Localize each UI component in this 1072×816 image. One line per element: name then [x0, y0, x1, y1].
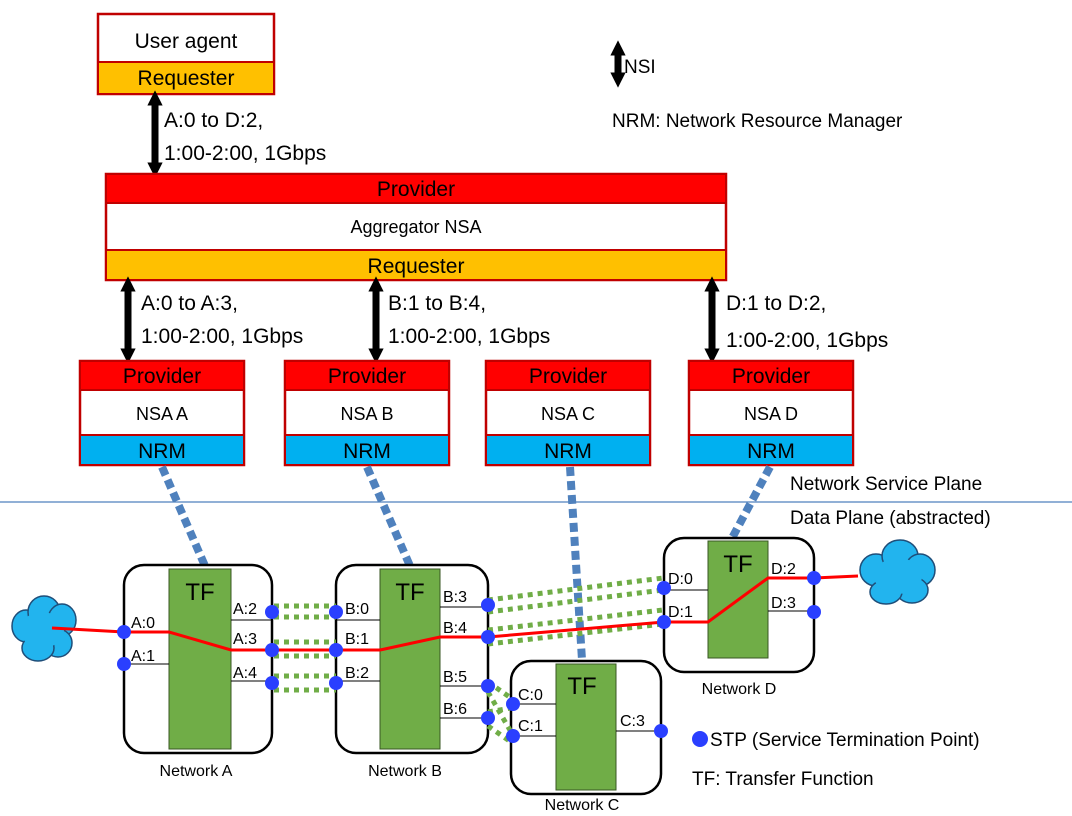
stp-a0-dot: [117, 625, 131, 639]
nsa-d-name-label: NSA D: [744, 404, 798, 424]
user-agent-box: User agent Requester: [96, 12, 276, 96]
network-d-name: Network D: [702, 681, 777, 698]
network-d-tf-label: TF: [723, 551, 752, 578]
port-b2-label: B:2: [345, 665, 369, 682]
stp-b6-dot: [481, 711, 495, 725]
network-b-tf-label: TF: [395, 579, 424, 606]
port-a1-label: A:1: [131, 648, 155, 665]
network-c-name: Network C: [545, 797, 620, 814]
data-plane-label: Data Plane (abstracted): [790, 508, 991, 529]
link-b6-c0: [487, 705, 512, 715]
top-request-endpoints: A:0 to D:2,: [164, 109, 263, 132]
right-cloud-icon: [859, 539, 936, 605]
stp-a1-dot: [117, 657, 131, 671]
port-a2-label: A:2: [233, 601, 257, 618]
nsa-a-box: Provider NSA A NRM: [78, 359, 246, 467]
nrm-b-control-link: [363, 465, 414, 568]
service-plane-label: Network Service Plane: [790, 474, 982, 495]
nsa-c-provider-label: Provider: [529, 365, 607, 388]
nrm-a-control-link: [158, 465, 209, 568]
network-a-tf-label: TF: [185, 579, 214, 606]
sub-request-d-endpoints: D:1 to D:2,: [726, 292, 826, 315]
tf-legend-label: TF: Transfer Function: [692, 769, 874, 790]
stp-a3-dot: [265, 643, 279, 657]
port-a4-label: A:4: [233, 665, 257, 682]
aggregator-name-label: Aggregator NSA: [350, 217, 481, 237]
port-b6-label: B:6: [443, 701, 467, 718]
stp-b5-dot: [481, 679, 495, 693]
sub-request-d-params: 1:00-2:00, 1Gbps: [726, 329, 888, 352]
nrm-legend-label: NRM: Network Resource Manager: [612, 111, 903, 132]
nsa-b-name-label: NSA B: [340, 404, 393, 424]
nsa-b-nrm-label: NRM: [343, 440, 391, 463]
stp-c0-dot: [506, 697, 520, 711]
port-c0-label: C:0: [518, 687, 543, 704]
nrm-d-control-link: [727, 465, 774, 542]
stp-d1-dot: [657, 615, 671, 629]
nsi-legend-label: NSI: [624, 57, 656, 78]
stp-b2-dot: [329, 676, 343, 690]
port-d2-label: D:2: [771, 561, 796, 578]
port-a0-label: A:0: [131, 615, 155, 632]
nsa-b-box: Provider NSA B NRM: [283, 359, 451, 467]
stp-legend-dot-icon: [692, 731, 708, 747]
nsa-a-name-label: NSA A: [136, 404, 188, 424]
nsa-d-provider-label: Provider: [732, 365, 810, 388]
stp-a2-dot: [265, 605, 279, 619]
port-b4-label: B:4: [443, 620, 467, 637]
nsa-c-nrm-label: NRM: [544, 440, 592, 463]
port-b0-label: B:0: [345, 601, 369, 618]
aggregator-nsa-box: Provider Aggregator NSA Requester: [104, 172, 728, 282]
nsa-c-box: Provider NSA C NRM: [484, 359, 652, 467]
port-a3-label: A:3: [233, 631, 257, 648]
stp-d0-dot: [657, 581, 671, 595]
sub-request-a-endpoints: A:0 to A:3,: [141, 292, 238, 315]
port-d1-label: D:1: [668, 604, 693, 621]
network-a-name: Network A: [160, 763, 233, 780]
stp-c1-dot: [506, 729, 520, 743]
stp-b3-dot: [481, 598, 495, 612]
aggregator-provider-label: Provider: [377, 178, 455, 201]
user-agent-title: User agent: [135, 30, 238, 53]
nsa-d-box: Provider NSA D NRM: [687, 359, 855, 467]
stp-c3-dot: [654, 724, 668, 738]
network-b-box: TF: [334, 563, 490, 755]
stp-b0-dot: [329, 605, 343, 619]
stp-b1-dot: [329, 643, 343, 657]
top-request-params: 1:00-2:00, 1Gbps: [164, 142, 326, 165]
stp-b4-dot: [481, 630, 495, 644]
network-c-tf-label: TF: [567, 673, 596, 700]
port-b1-label: B:1: [345, 631, 369, 648]
port-c1-label: C:1: [518, 718, 543, 735]
stp-d3-dot: [807, 605, 821, 619]
sub-request-b-params: 1:00-2:00, 1Gbps: [388, 325, 550, 348]
nsa-b-provider-label: Provider: [328, 365, 406, 388]
nsa-a-nrm-label: NRM: [138, 440, 186, 463]
stp-d2-dot: [807, 571, 821, 585]
stp-a4-dot: [265, 676, 279, 690]
port-d3-label: D:3: [771, 595, 796, 612]
nsa-a-provider-label: Provider: [123, 365, 201, 388]
user-agent-requester-label: Requester: [138, 67, 235, 90]
sub-request-a-params: 1:00-2:00, 1Gbps: [141, 325, 303, 348]
port-b5-label: B:5: [443, 669, 467, 686]
nsa-c-name-label: NSA C: [541, 404, 595, 424]
port-d0-label: D:0: [668, 571, 693, 588]
network-c-box: TF: [509, 659, 663, 796]
network-b-name: Network B: [368, 763, 442, 780]
sub-request-b-endpoints: B:1 to B:4,: [388, 292, 486, 315]
stp-legend-label: STP (Service Termination Point): [710, 730, 980, 751]
aggregator-requester-label: Requester: [368, 255, 465, 278]
nsa-d-nrm-label: NRM: [747, 440, 795, 463]
port-b3-label: B:3: [443, 589, 467, 606]
port-c3-label: C:3: [620, 713, 645, 730]
end-to-end-connection-path: [51, 574, 859, 652]
network-a-box: TF: [122, 563, 274, 755]
